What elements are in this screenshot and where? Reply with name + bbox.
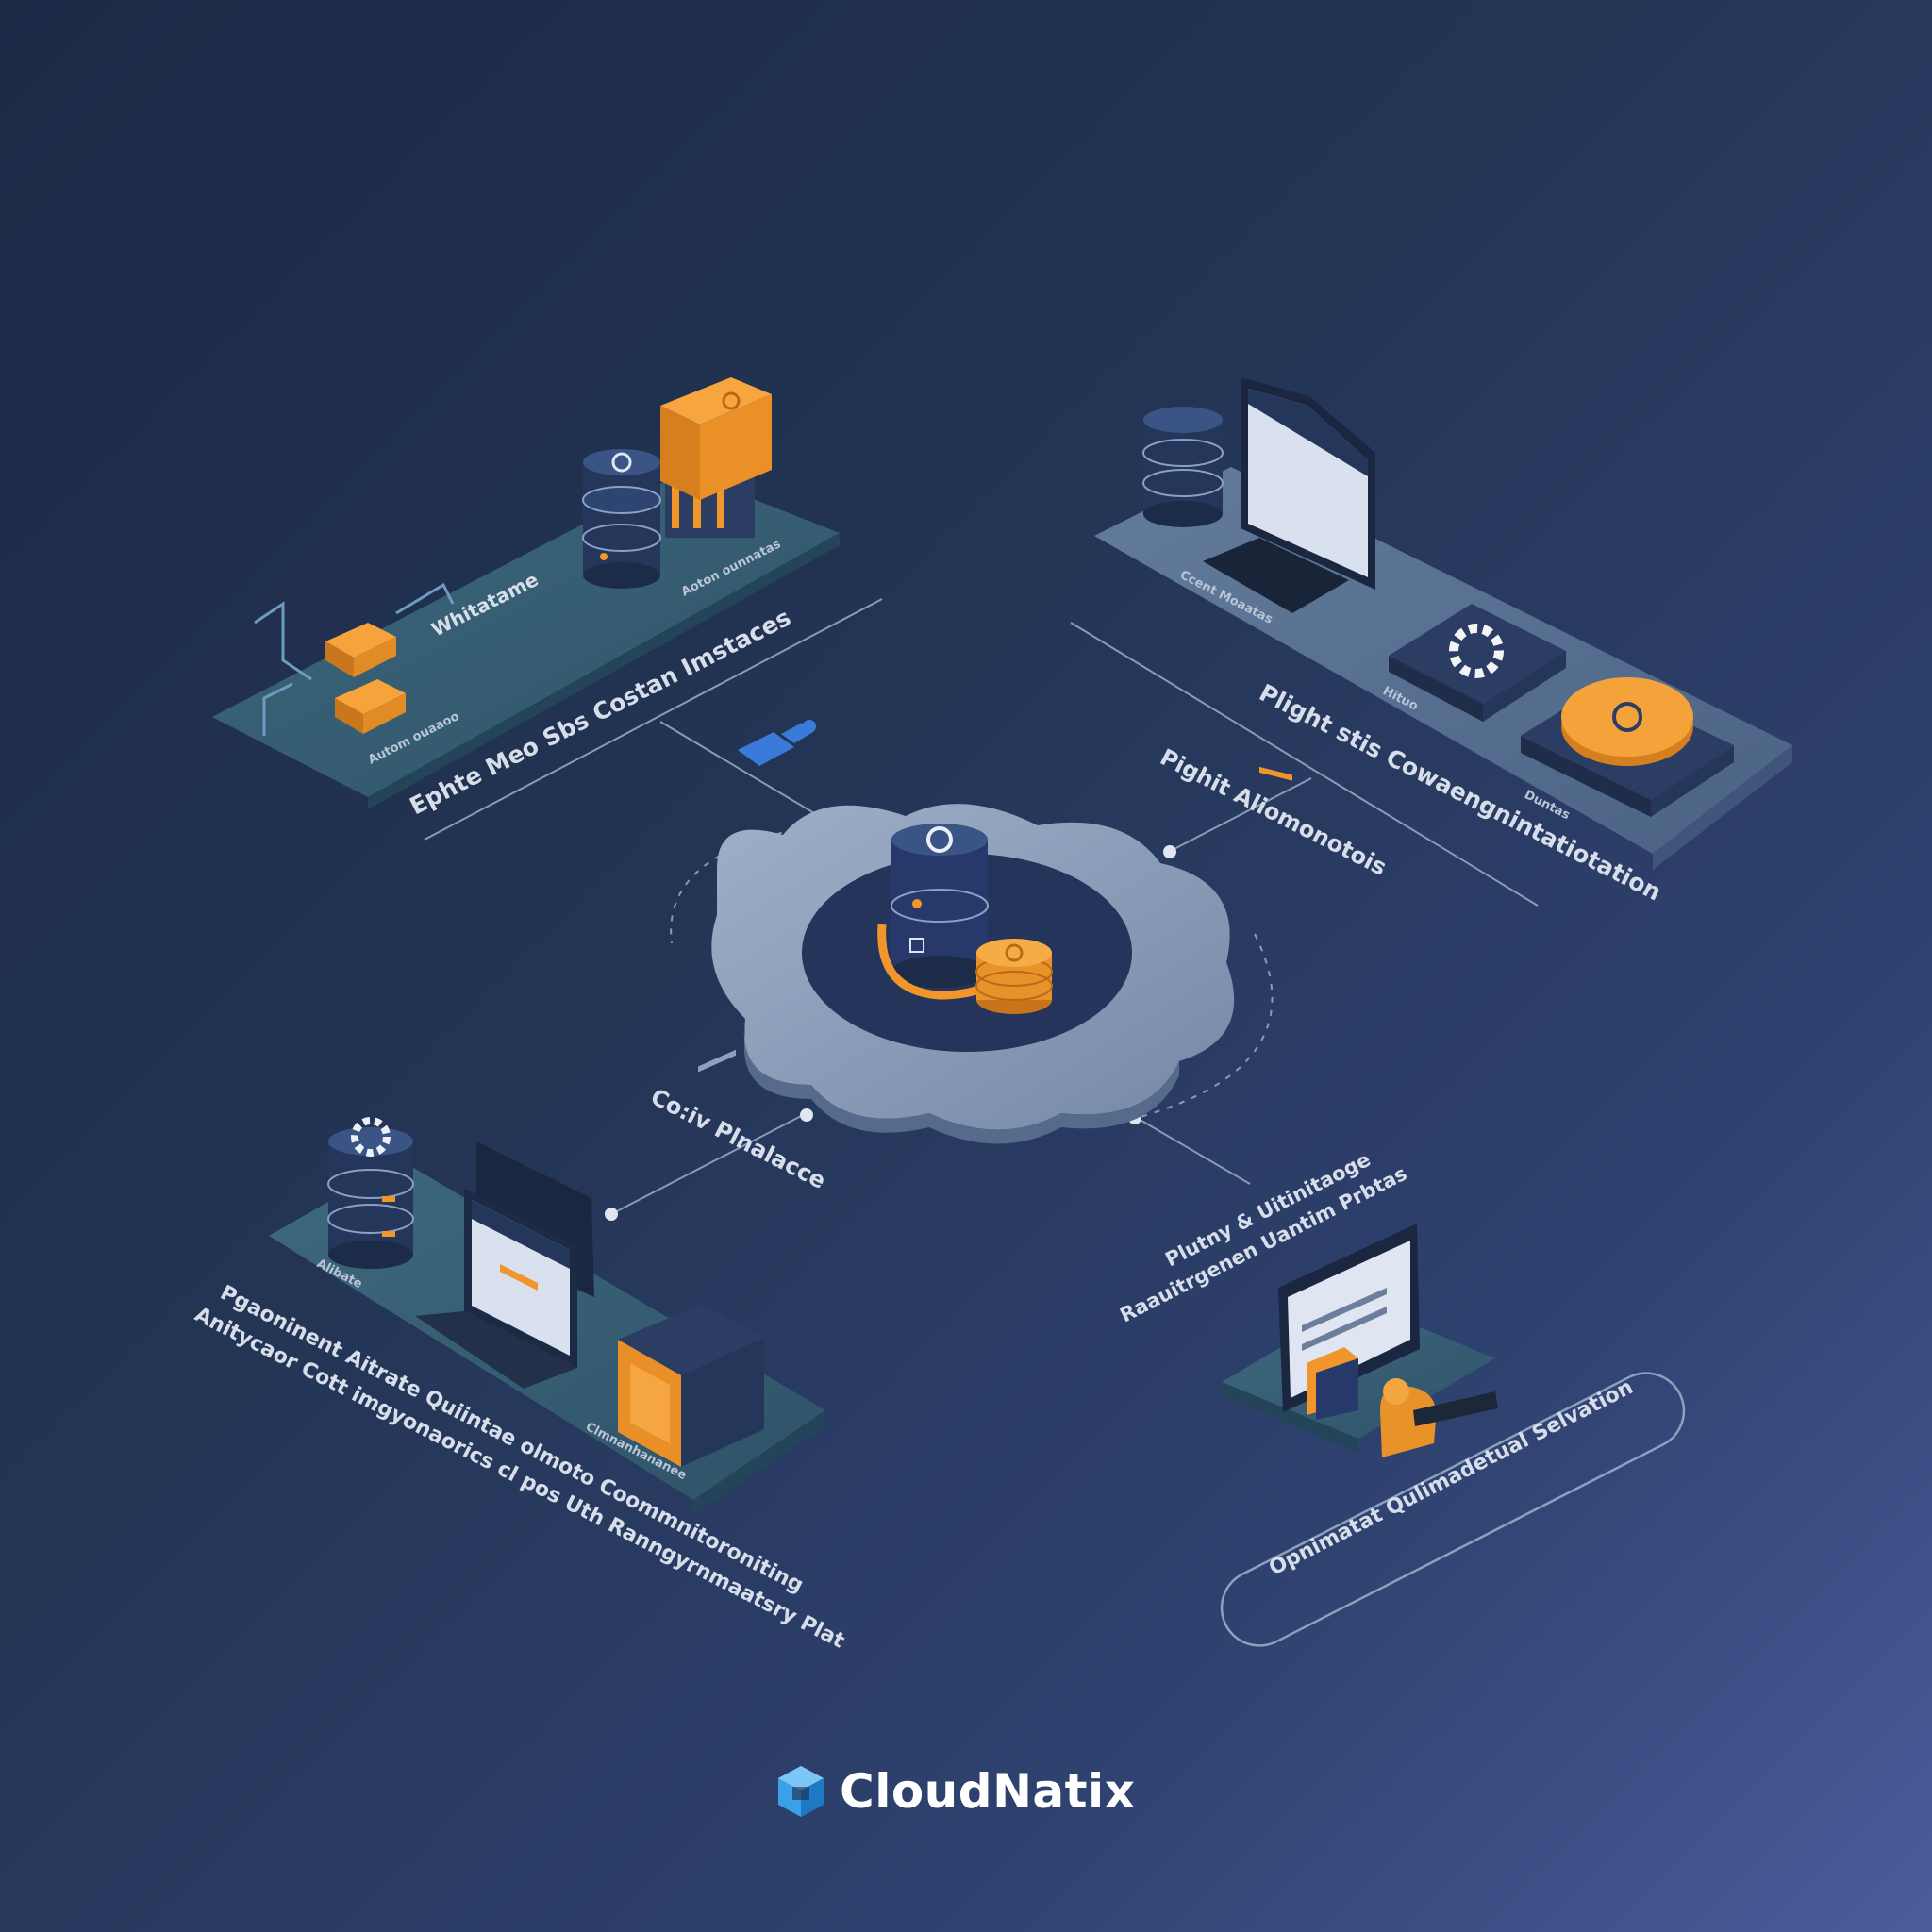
gear-icon (351, 1117, 391, 1157)
label-lower: Co:iv Plnalacce (646, 1083, 830, 1194)
central-database-icon (891, 824, 989, 988)
orange-box-icon (660, 377, 772, 500)
pill-outline (1220, 1372, 1686, 1647)
module-top-right: Ccent Moaatas Hituo Duntas Plight stis C… (1094, 377, 1792, 907)
module-center: Pighit Aliomonotois Co:iv Plnalacce (646, 743, 1391, 1194)
coin-stack-icon (975, 939, 1053, 1014)
coin-platform-icon (1521, 677, 1734, 817)
laptop-icon (415, 1141, 594, 1389)
folder-icon (1307, 1347, 1358, 1420)
brand-logo: CloudNatix (772, 1758, 1135, 1824)
brand-name: CloudNatix (840, 1764, 1136, 1819)
database-icon (582, 449, 661, 589)
circuit-traces (254, 582, 455, 736)
monitor-icon (1203, 377, 1375, 781)
orange-panel-box-icon (618, 1049, 764, 1467)
orange-blocks (325, 623, 406, 734)
floating-key-icon (738, 720, 816, 766)
label-upper: Pighit Aliomonotois (1156, 743, 1391, 880)
gear-database-icon (327, 1117, 414, 1269)
orange-lock-icon (1380, 1378, 1498, 1457)
database-icon (1142, 407, 1224, 527)
connector-lines (424, 598, 1539, 1215)
cloudnatix-logo-icon (778, 1766, 824, 1817)
gear-box-icon (1389, 604, 1566, 722)
gear-icon (1449, 624, 1504, 678)
module-bottom-right: Plutny & Uitinitaoge Raauitrgenen Uantim… (1116, 1148, 1686, 1647)
